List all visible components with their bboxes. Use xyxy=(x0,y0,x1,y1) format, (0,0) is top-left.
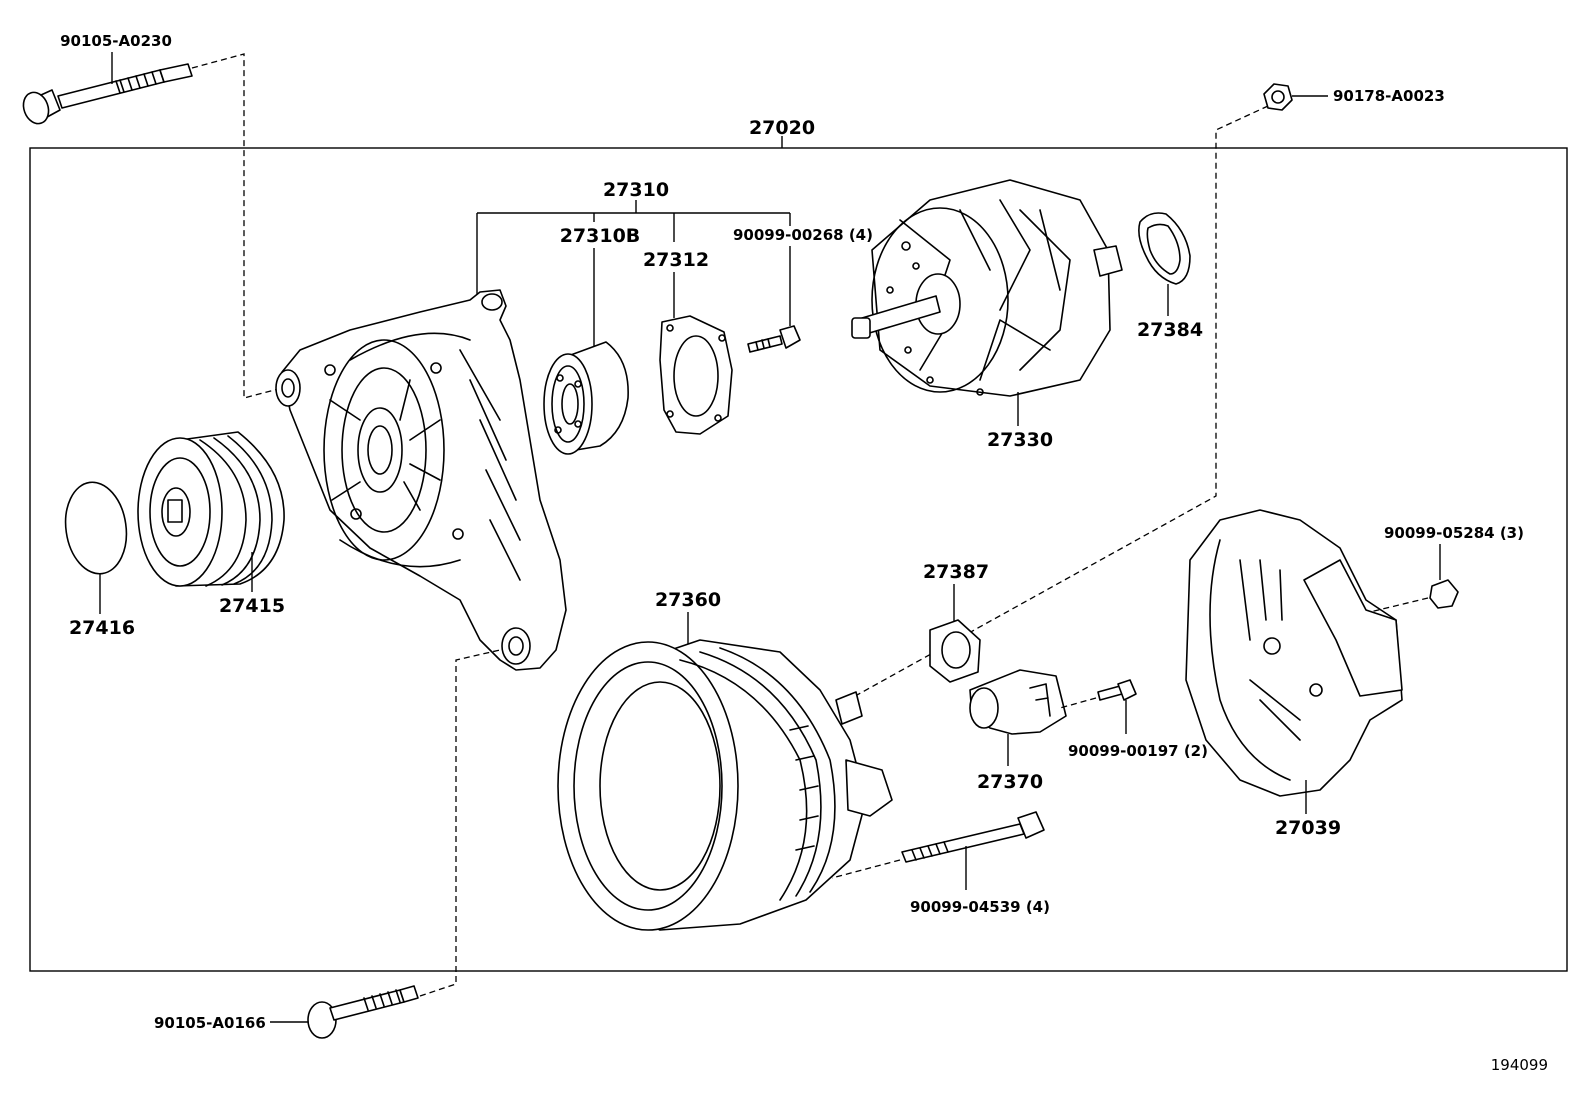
cover-nut-label[interactable]: 90099-05284 (3) xyxy=(1384,524,1524,542)
bearing-icon[interactable] xyxy=(543,341,629,455)
through-bolt-icon[interactable] xyxy=(901,811,1045,863)
drawing-number: 194099 xyxy=(1491,1056,1548,1074)
holder-label[interactable]: 27387 xyxy=(923,561,989,583)
holder-screw-icon[interactable] xyxy=(1097,679,1137,701)
holder-screw-label[interactable]: 90099-00197 (2) xyxy=(1068,742,1208,760)
bearing-label[interactable]: 27310B xyxy=(560,225,641,247)
through-bolt-label[interactable]: 90099-04539 (4) xyxy=(910,898,1050,916)
pulley-label[interactable]: 27415 xyxy=(219,595,285,617)
retainer-icon[interactable] xyxy=(659,315,733,435)
retainer-screw-icon[interactable] xyxy=(747,325,801,353)
rotor-label[interactable]: 27330 xyxy=(987,429,1053,451)
cap-label[interactable]: 27416 xyxy=(69,617,135,639)
holder-screw-guide xyxy=(1059,697,1097,709)
bolt-top-icon[interactable] xyxy=(19,63,193,127)
rear-cover-icon[interactable] xyxy=(1185,509,1403,797)
bolt-top-label[interactable]: 90105-A0230 xyxy=(60,32,172,50)
pulley-icon[interactable] xyxy=(137,431,285,587)
rear-cover-label[interactable]: 27039 xyxy=(1275,817,1341,839)
retainer-screw-label[interactable]: 90099-00268 (4) xyxy=(733,226,873,244)
bolt-bottom-label[interactable]: 90105-A0166 xyxy=(154,1014,266,1032)
assembly-label[interactable]: 27020 xyxy=(749,117,815,139)
assembly-frame xyxy=(29,147,1568,972)
nut-top-right-label[interactable]: 90178-A0023 xyxy=(1333,87,1445,105)
brush-holder-label[interactable]: 27370 xyxy=(977,771,1043,793)
cover-nut-icon[interactable] xyxy=(1429,579,1459,609)
holder-icon[interactable] xyxy=(929,619,981,683)
retainer-label[interactable]: 27312 xyxy=(643,249,709,271)
through-bolt-guide xyxy=(831,859,901,879)
ring-icon[interactable] xyxy=(1138,212,1191,285)
cover-nut-guide xyxy=(1369,597,1429,613)
rotor-icon[interactable] xyxy=(851,179,1123,397)
nut-top-right-icon[interactable] xyxy=(1263,83,1293,111)
nut-top-right-guide xyxy=(847,105,1269,701)
stator-frame-icon[interactable] xyxy=(557,639,893,931)
bearing-kit-label[interactable]: 27310 xyxy=(603,179,669,201)
bolt-bottom-icon[interactable] xyxy=(307,985,419,1039)
bolt-bottom-guide xyxy=(419,649,501,997)
cap-icon[interactable] xyxy=(60,478,132,577)
bolt-top-guide xyxy=(191,53,283,399)
ring-label[interactable]: 27384 xyxy=(1137,319,1203,341)
brush-holder-icon[interactable] xyxy=(969,669,1067,735)
stator-frame-label[interactable]: 27360 xyxy=(655,589,721,611)
drive-end-frame-icon[interactable] xyxy=(275,289,567,671)
